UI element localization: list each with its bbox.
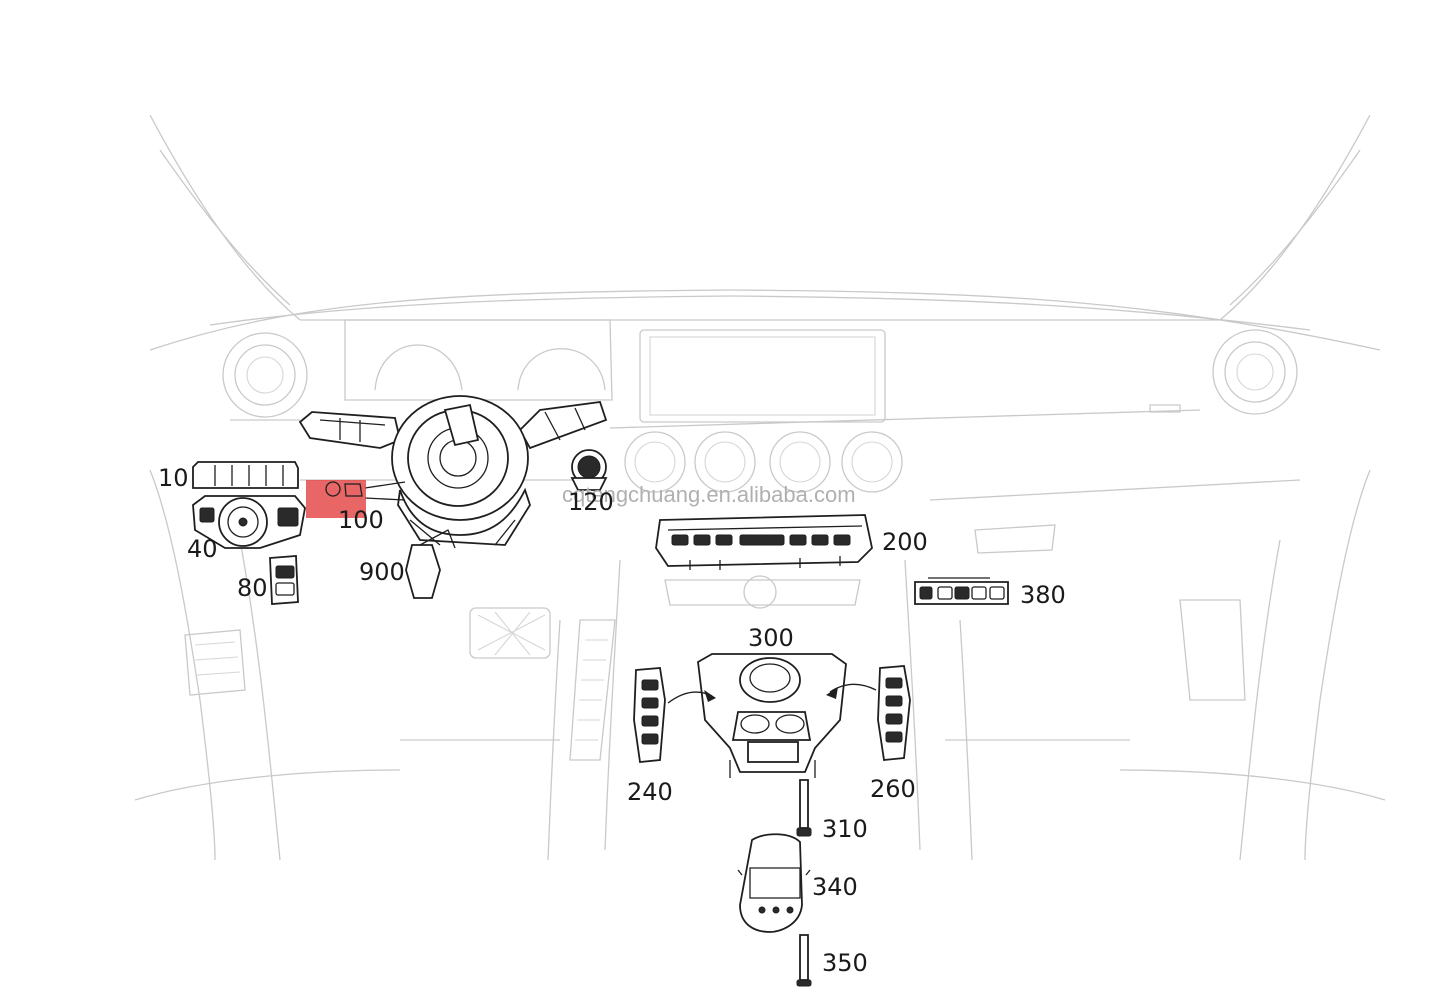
part-120-start-button: [570, 449, 608, 491]
interior-outline: [134, 114, 1386, 861]
part-240-side-panel: [633, 667, 666, 763]
part-340-console-trim: [737, 833, 811, 933]
callout-240: 240: [627, 778, 673, 806]
callout-100: 100: [338, 506, 384, 534]
callout-350: 350: [822, 949, 868, 977]
assembly-arrows: [667, 683, 877, 704]
steering-column-assembly: [298, 395, 608, 599]
part-260-side-panel: [877, 665, 911, 761]
part-200-climate-panel: [655, 514, 873, 570]
part-10-switch-panel: [192, 461, 299, 489]
callout-340: 340: [812, 873, 858, 901]
watermark-text: cqtengchuang.en.alibaba.com: [562, 482, 856, 507]
callout-260: 260: [870, 775, 916, 803]
callout-300: 300: [748, 624, 794, 652]
part-100-combination-switch: [306, 480, 366, 518]
highlight-box: [306, 480, 366, 518]
part-80-switch: [269, 555, 299, 605]
callout-310: 310: [822, 815, 868, 843]
callout-200: 200: [882, 528, 928, 556]
part-310-screw: [796, 779, 812, 837]
part-40-headlight-switch: [192, 495, 306, 549]
callout-10: 10: [158, 464, 189, 492]
callout-900: 900: [359, 558, 405, 586]
callout-40: 40: [187, 535, 218, 563]
callout-120: 120: [568, 488, 614, 516]
part-380-switch-strip: [914, 577, 1009, 605]
part-300-console-module: [697, 653, 847, 778]
callout-80: 80: [237, 574, 268, 602]
part-350-screw: [796, 934, 812, 987]
callout-labels: 10 40 80 100 120 900 200 380 300 240 260…: [158, 464, 1066, 977]
callout-380: 380: [1020, 581, 1066, 609]
